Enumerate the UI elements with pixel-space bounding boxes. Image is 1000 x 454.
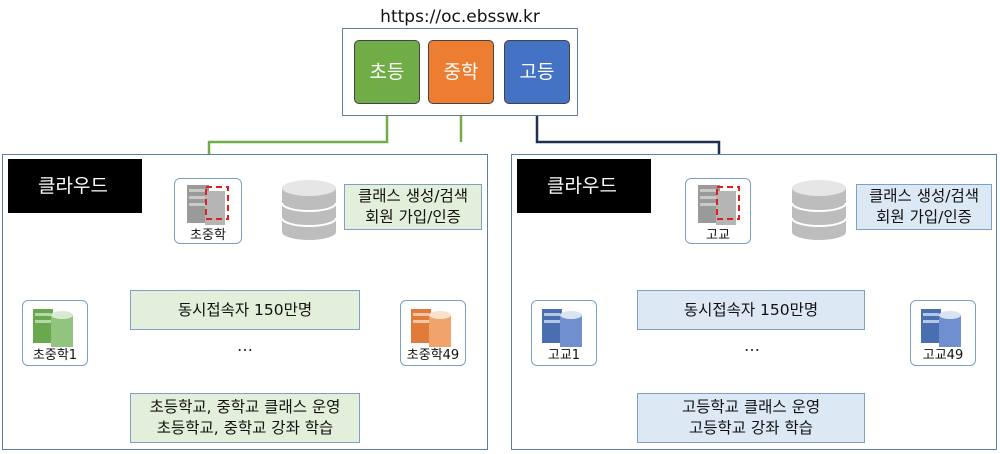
left-db-info-box: 클래스 생성/검색 회원 가입/인증 [344, 184, 482, 230]
left-server-last-label: 초중학49 [406, 348, 460, 363]
right-server-first-icon [531, 300, 597, 366]
left-server-first-label: 초중학1 [32, 348, 78, 363]
right-concurrent-text: 동시접속자 150만명 [683, 300, 819, 319]
left-server-last-icon [400, 300, 466, 366]
left-main-server-label: 초중학 [190, 228, 226, 243]
left-concurrent-text: 동시접속자 150만명 [177, 300, 313, 319]
left-operations-line-1: 초등학교, 중학교 클래스 운영 [149, 398, 341, 416]
right-cloud-tag: 클라우드 [517, 159, 651, 213]
right-server-last-label: 고교49 [922, 348, 964, 363]
left-operations-box: 초등학교, 중학교 클래스 운영 초등학교, 중학교 강좌 학습 [130, 393, 360, 443]
left-db-info-line-1: 클래스 생성/검색 [358, 187, 468, 205]
left-concurrent-box: 동시접속자 150만명 [130, 290, 360, 330]
left-operations-line-2: 초등학교, 중학교 강좌 학습 [156, 419, 334, 437]
left-main-server-icon [174, 178, 242, 244]
right-operations-box: 고등학교 클래스 운영 고등학교 강좌 학습 [637, 393, 865, 443]
level-high[interactable]: 고등 [504, 40, 570, 104]
right-db-info-line-2: 회원 가입/인증 [876, 208, 972, 226]
site-url: https://oc.ebssw.kr [380, 7, 540, 27]
right-main-server-label: 고교 [706, 228, 730, 243]
right-operations-line-2: 고등학교 강좌 학습 [689, 419, 813, 437]
right-database-icon [788, 178, 850, 242]
right-operations-line-1: 고등학교 클래스 운영 [681, 398, 821, 416]
right-db-info-line-1: 클래스 생성/검색 [869, 187, 979, 205]
right-server-first-label: 고교1 [547, 348, 581, 363]
level-middle[interactable]: 중학 [428, 40, 494, 104]
level-elementary[interactable]: 초등 [354, 40, 420, 104]
left-server-first-icon [22, 300, 88, 366]
right-db-info-box: 클래스 생성/검색 회원 가입/인증 [856, 184, 992, 230]
right-concurrent-box: 동시접속자 150만명 [637, 290, 865, 330]
right-ellipsis: … [744, 336, 760, 355]
left-ellipsis: … [237, 336, 253, 355]
right-server-last-icon [910, 300, 976, 366]
left-db-info-line-2: 회원 가입/인증 [365, 208, 461, 226]
right-main-server-icon [685, 178, 751, 244]
left-cloud-tag: 클라우드 [8, 159, 142, 213]
left-database-icon [278, 178, 340, 242]
